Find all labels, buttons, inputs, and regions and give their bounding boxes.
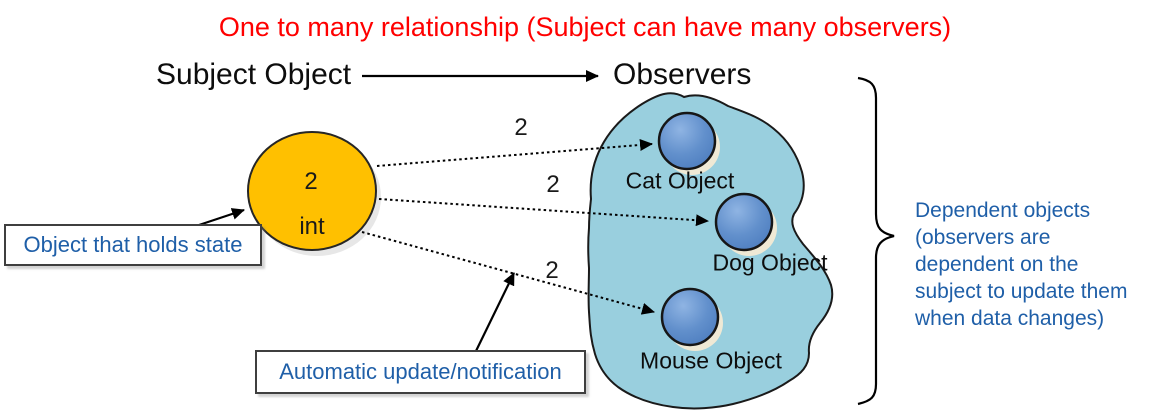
diagram-title: One to many relationship (Subject can ha… xyxy=(218,12,952,42)
mouse-circle xyxy=(660,287,720,347)
note-line-1: Dependent objects xyxy=(915,199,1091,222)
dog-circle xyxy=(714,192,774,252)
notify-arrow-mouse xyxy=(361,231,655,315)
update-callout-box: Automatic update/notification xyxy=(255,350,586,394)
note-line-2: (observers are xyxy=(915,226,1051,249)
cat-object-label: Cat Object xyxy=(625,167,735,194)
state-callout-text: Object that holds state xyxy=(23,232,243,257)
edge-label-cat: 2 xyxy=(514,114,528,141)
observers-region-blob xyxy=(587,92,834,410)
observers-label: Observers xyxy=(613,58,752,91)
update-callout-text: Automatic update/notification xyxy=(279,359,562,384)
subject-circle xyxy=(247,131,377,251)
edge-label-mouse: 2 xyxy=(545,257,559,284)
subject-type-label: int xyxy=(299,213,325,240)
update-callout-arrow xyxy=(475,272,515,352)
note-line-5: when data changes) xyxy=(915,307,1105,330)
edge-label-dog: 2 xyxy=(546,171,560,198)
note-line-3: dependent on the xyxy=(915,253,1079,276)
dependent-objects-note: Dependent objects (observers are depende… xyxy=(915,197,1156,332)
state-callout-arrow xyxy=(195,208,245,228)
mouse-object-label: Mouse Object xyxy=(640,347,782,374)
group-brace xyxy=(857,76,895,406)
subject-state-value: 2 xyxy=(304,168,318,195)
note-line-4: subject to update them xyxy=(915,280,1128,303)
dog-object-label: Dog Object xyxy=(712,249,828,276)
state-callout-box: Object that holds state xyxy=(4,224,262,266)
notify-arrow-cat xyxy=(376,138,653,167)
cat-circle xyxy=(657,111,717,171)
subject-object-label: Subject Object xyxy=(156,58,352,91)
